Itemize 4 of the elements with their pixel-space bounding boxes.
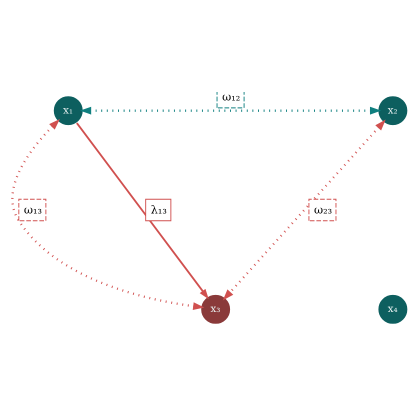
edge-label: ω₂₃	[314, 203, 332, 216]
edge-label: ω₁₃	[24, 203, 42, 216]
edge-label: ω₁₂	[222, 90, 240, 104]
edge-label: λ₁₃	[150, 203, 167, 216]
